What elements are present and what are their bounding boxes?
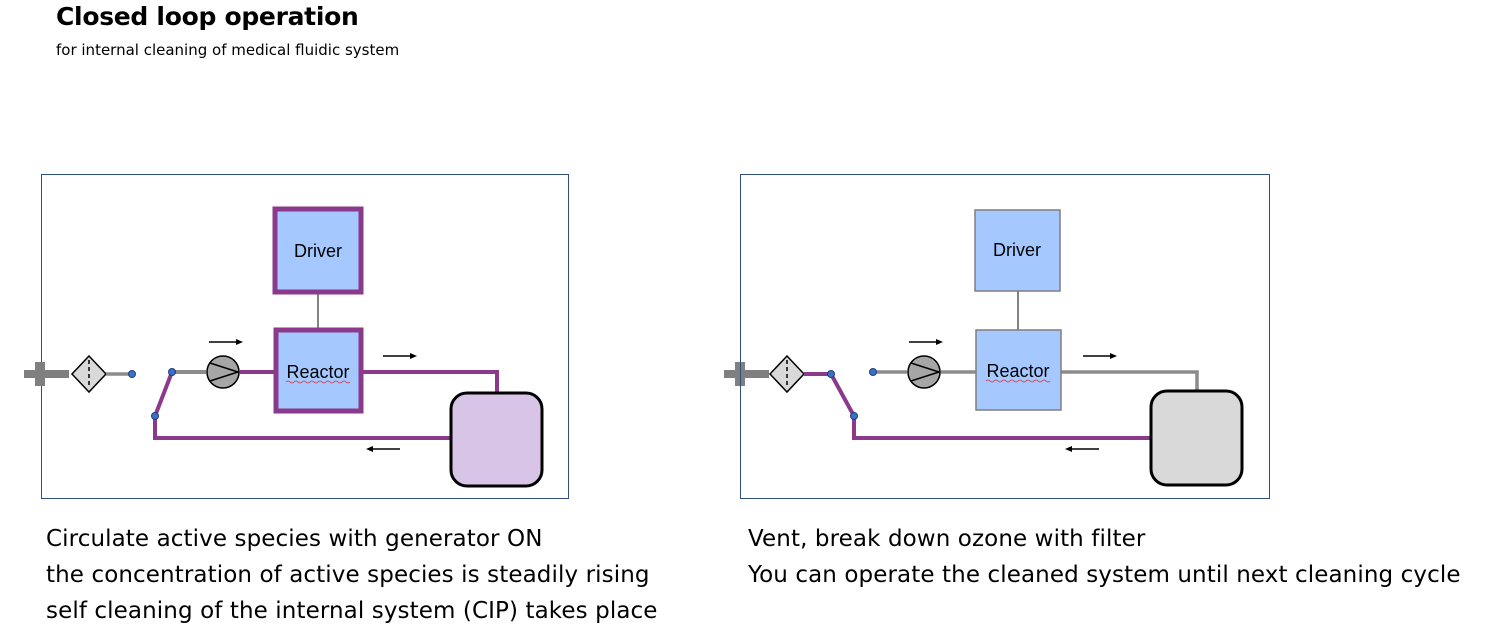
reactor-box bbox=[975, 329, 1062, 411]
flow-arrow-right-icon bbox=[909, 339, 943, 345]
page-title: Closed loop operation bbox=[56, 2, 359, 31]
diagram-panel-generator-on bbox=[41, 174, 569, 499]
valve-node bbox=[168, 368, 176, 376]
valve-node bbox=[827, 370, 835, 378]
reactor-box bbox=[273, 327, 364, 414]
caption-right: Vent, break down ozone with filter You c… bbox=[748, 521, 1461, 593]
flow-arrow-left-icon bbox=[366, 446, 400, 452]
pump-icon bbox=[206, 355, 241, 389]
diagram-right: Driver Reactor bbox=[724, 209, 1244, 487]
valve-node bbox=[128, 370, 136, 378]
filter-icon bbox=[768, 354, 806, 394]
caption-line: You can operate the cleaned system until… bbox=[748, 562, 1461, 588]
driver-box bbox=[974, 209, 1061, 292]
pump-icon bbox=[907, 355, 942, 389]
caption-line: Circulate active species with generator … bbox=[46, 526, 543, 552]
tank bbox=[449, 391, 544, 488]
valve-node bbox=[850, 412, 858, 420]
filter-icon bbox=[70, 354, 108, 394]
page-subtitle: for internal cleaning of medical fluidic… bbox=[56, 41, 400, 59]
flow-arrow-right-icon bbox=[1083, 353, 1117, 359]
reactor-label: Reactor bbox=[986, 361, 1049, 381]
spellcheck-squiggle bbox=[985, 379, 1051, 383]
flow-arrow-right-icon bbox=[383, 353, 417, 359]
flow-arrow-right-icon bbox=[209, 339, 243, 345]
valve-node bbox=[151, 412, 159, 420]
driver-label: Driver bbox=[993, 240, 1041, 260]
flow-arrow-left-icon bbox=[1065, 446, 1099, 452]
driver-label: Driver bbox=[294, 241, 342, 261]
pipe-reactor-tank bbox=[361, 370, 499, 393]
diagram-panel-generator-off bbox=[740, 174, 1270, 499]
return-pipe bbox=[829, 373, 1151, 440]
inlet-connector-icon bbox=[24, 362, 69, 386]
valve-node bbox=[869, 368, 877, 376]
spellcheck-squiggle bbox=[285, 380, 351, 384]
reactor-label: Reactor bbox=[286, 362, 349, 382]
tank bbox=[1149, 389, 1244, 487]
caption-line: Vent, break down ozone with filter bbox=[748, 526, 1146, 552]
caption-line: the concentration of active species is s… bbox=[46, 562, 650, 588]
return-pipe bbox=[153, 371, 451, 440]
diagram-left: Driver Reactor bbox=[24, 206, 544, 488]
caption-left: Circulate active species with generator … bbox=[46, 521, 658, 629]
driver-box bbox=[272, 206, 364, 295]
pipe-reactor-tank bbox=[1061, 370, 1199, 391]
caption-line: self cleaning of the internal system (CI… bbox=[46, 598, 658, 624]
